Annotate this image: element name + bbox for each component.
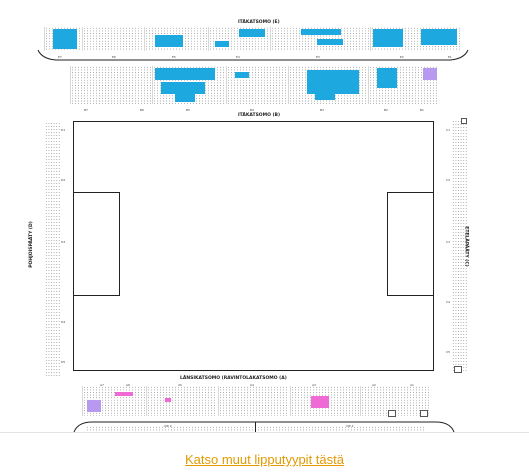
section-label: VIP 1 — [346, 424, 354, 428]
available-seats[interactable] — [155, 35, 183, 47]
section-label: C2 — [446, 178, 451, 182]
section-label: D3 — [61, 240, 66, 244]
section-e3[interactable] — [270, 27, 369, 51]
section-label: A1 — [410, 383, 414, 387]
section-label: B5 — [186, 108, 190, 112]
section-label: C3 — [446, 240, 451, 244]
wheelchair-icon — [461, 118, 467, 124]
north-end-seats[interactable] — [45, 122, 60, 376]
section-label: D5 — [61, 360, 66, 364]
available-seats[interactable] — [377, 68, 397, 88]
section-label: B7 — [84, 108, 88, 112]
section-label: C4 — [446, 300, 451, 304]
divider — [0, 432, 529, 433]
section-label: A5 — [178, 383, 182, 387]
available-seats[interactable] — [421, 29, 457, 45]
section-a5[interactable] — [218, 386, 289, 416]
section-label: B3 — [320, 108, 324, 112]
stand-outline — [73, 421, 455, 432]
vip-divider — [255, 422, 256, 432]
stadium-seat-map: ITÄKATSOMO (E) E7 E6 E5 E4 E3 E2 E1 — [28, 20, 469, 432]
section-label: E6 — [112, 55, 116, 59]
section-b6[interactable] — [152, 66, 225, 104]
available-seats[interactable] — [307, 70, 359, 94]
available-seats[interactable] — [215, 41, 229, 47]
stand-label-west: LÄNSIKATSOMO (RAVINTOLAKATSOMO (A) — [180, 376, 287, 381]
available-seats[interactable] — [239, 29, 265, 37]
section-e7[interactable] — [44, 27, 81, 51]
south-end-seats[interactable] — [452, 120, 467, 372]
available-seats[interactable] — [155, 68, 215, 80]
penalty-area-north — [73, 192, 120, 296]
pitch — [73, 121, 434, 371]
section-label: D4 — [61, 320, 66, 324]
section-label: C1 — [446, 128, 451, 132]
available-seats[interactable] — [53, 29, 77, 49]
section-label: E1 — [448, 55, 452, 59]
section-label: E2 — [400, 55, 404, 59]
section-b7[interactable] — [70, 66, 151, 104]
section-label: A3 — [312, 383, 316, 387]
available-seats-alt[interactable] — [423, 68, 437, 80]
available-seats[interactable] — [301, 29, 341, 35]
available-seats[interactable] — [175, 94, 195, 102]
section-a3[interactable] — [360, 386, 431, 416]
available-seats[interactable] — [161, 82, 205, 94]
section-e6[interactable] — [82, 27, 143, 51]
section-label: VIP 2 — [164, 424, 172, 428]
section-label: E7 — [58, 55, 62, 59]
stand-label-south: ETELÄPÄÄTY (C) — [463, 226, 469, 267]
available-seats-alt[interactable] — [87, 400, 101, 412]
section-label: A4 — [250, 383, 254, 387]
section-label: E3 — [316, 55, 320, 59]
section-b4[interactable] — [288, 66, 367, 104]
available-seats[interactable] — [235, 72, 249, 78]
wheelchair-icon — [388, 410, 396, 417]
section-label: B2 — [384, 108, 388, 112]
section-label: A7 — [100, 383, 104, 387]
wheelchair-icon — [454, 366, 462, 373]
section-label: B4 — [250, 108, 254, 112]
section-label: A2 — [372, 383, 376, 387]
stand-outline — [37, 49, 469, 61]
available-seats[interactable] — [373, 29, 403, 47]
section-a6[interactable] — [146, 386, 217, 416]
section-e2[interactable] — [370, 27, 461, 51]
section-label: D1 — [61, 128, 66, 132]
section-label: E4 — [236, 55, 240, 59]
stand-label-north: POHJOISPÄÄTY (D) — [28, 221, 34, 268]
section-label: B6 — [140, 108, 144, 112]
section-e4[interactable] — [208, 27, 269, 51]
section-label: D2 — [61, 178, 66, 182]
section-label: A6 — [126, 383, 130, 387]
wheelchair-icon — [420, 410, 428, 417]
available-seats[interactable] — [317, 39, 343, 45]
section-label: B1 — [420, 108, 424, 112]
stand-label-east-upper: ITÄKATSOMO (E) — [238, 20, 280, 25]
available-seats-pink[interactable] — [311, 396, 329, 408]
available-seats-pink[interactable] — [165, 398, 171, 402]
available-seats[interactable] — [315, 94, 335, 100]
section-b3[interactable] — [368, 66, 439, 104]
section-e5[interactable] — [144, 27, 207, 51]
other-ticket-types-link[interactable]: Katso muut lipputyypit tästä — [185, 452, 344, 467]
stand-label-east-lower: ITÄKATSOMO (B) — [238, 113, 281, 118]
available-seats-pink[interactable] — [115, 392, 133, 396]
section-a7[interactable] — [82, 386, 145, 416]
section-label: C5 — [446, 350, 451, 354]
section-label: E5 — [172, 55, 176, 59]
section-a4[interactable] — [290, 386, 359, 416]
penalty-area-south — [387, 192, 434, 296]
section-b5[interactable] — [226, 66, 287, 104]
